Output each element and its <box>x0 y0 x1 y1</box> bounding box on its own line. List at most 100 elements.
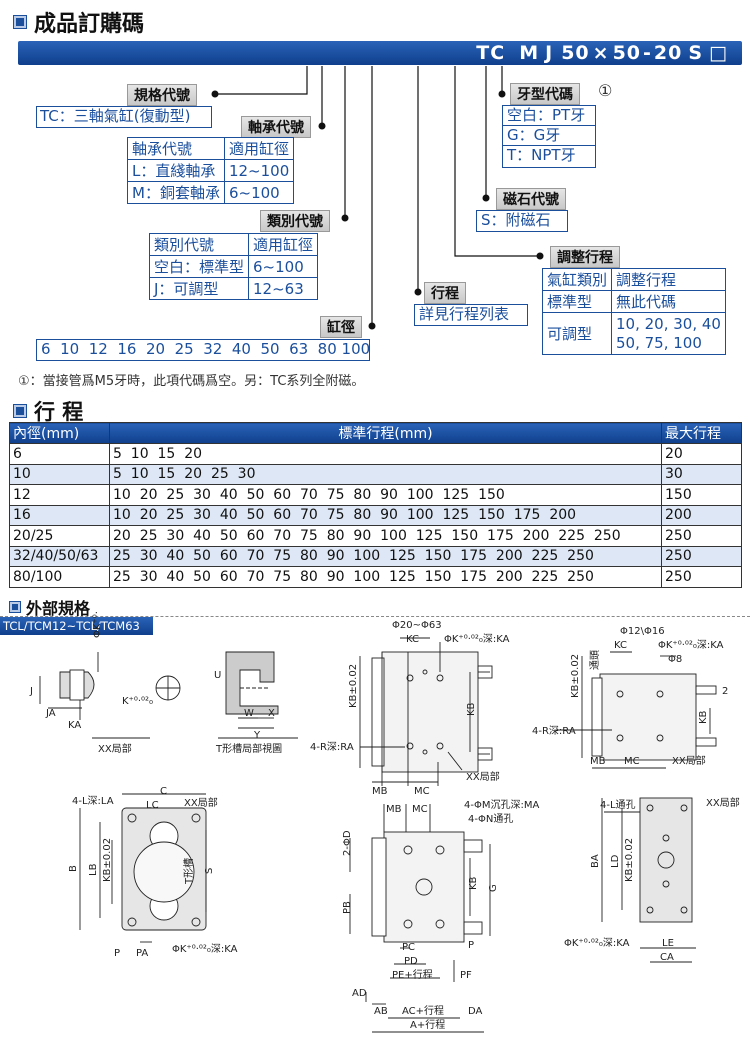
label-pa: PA <box>136 948 148 959</box>
label-pf: PF <box>460 970 472 981</box>
label-mc-small: MC <box>624 756 640 767</box>
stroke-value: 詳見行程列表 <box>414 304 528 326</box>
adjust-head-stroke: 調整行程 <box>611 268 726 291</box>
order-code-footnote: ①：當接管爲M5牙時，此項代碼爲空。另：TC系列全附磁。 <box>18 374 365 389</box>
adjust-adjustable: 可調型 <box>541 312 613 355</box>
stroke-header-max: 最大行程 <box>661 422 742 444</box>
label-ld: LD <box>610 854 621 868</box>
stroke-cell-max: 250 <box>661 525 742 547</box>
code-part-stroke: 50 <box>612 42 642 64</box>
stroke-cell-bore: 16 <box>9 504 110 526</box>
label-two: 2 <box>722 686 728 697</box>
label-phi8: Φ8 <box>668 654 682 665</box>
external-dimension-drawing: ΦK⁺⁰·⁰²₀ J JA KA K⁺⁰·⁰²₀ XX局部 U W X Y T形… <box>29 612 740 1033</box>
bearing-m: M：銅套軸承 <box>127 181 225 204</box>
adjust-adjustable-value: 10, 20, 30, 40 50, 75, 100 <box>611 312 726 355</box>
label-a: A+行程 <box>410 1018 445 1031</box>
order-code-title: 成品訂購碼 <box>34 12 145 37</box>
type-adjustable: J：可調型 <box>148 277 250 300</box>
label-kb-tol-small: KB±0.02 <box>570 654 581 698</box>
stroke-cell-list: 10 20 25 30 40 50 60 70 75 80 90 100 125… <box>109 504 662 526</box>
stroke-cell-bore: 12 <box>9 484 110 506</box>
bearing-label: 軸承代號 <box>241 116 311 138</box>
label-pe: PE+行程 <box>392 968 433 981</box>
stroke-cell-max: 250 <box>661 545 742 567</box>
label-k-tol: K⁺⁰·⁰²₀ <box>122 696 153 707</box>
bore-value: 6 10 12 16 20 25 32 40 50 63 80 100 <box>36 339 370 361</box>
label-ad: AD <box>352 988 367 999</box>
label-lc: LC <box>146 800 159 811</box>
label-phi12-16: Φ12\Φ16 <box>620 626 665 637</box>
label-t-slot-vertical: T形槽 <box>182 858 195 885</box>
label-phik-ka-small: ΦK⁺⁰·⁰²₀深:KA <box>658 639 724 651</box>
external-divider <box>0 616 750 617</box>
code-part-j: J <box>545 42 554 64</box>
label-phik-ka-right: ΦK⁺⁰·⁰²₀深:KA <box>564 937 630 949</box>
label-four-l: 4-L通孔 <box>600 799 636 811</box>
stroke-header-bore: 內徑(mm) <box>9 422 110 444</box>
label-kb-small: KB <box>698 710 709 724</box>
type-head-bore: 適用缸徑 <box>248 233 319 256</box>
label-xx-detail: XX局部 <box>98 742 132 755</box>
label-p: P <box>114 948 120 959</box>
label-lb: LB <box>88 863 99 876</box>
code-part-adjust: 20 <box>653 42 683 64</box>
stroke-header-standard: 標準行程(mm) <box>109 422 662 444</box>
stroke-cell-list: 25 30 40 50 60 70 75 80 90 100 125 150 1… <box>109 545 662 567</box>
section-square-icon <box>13 404 27 418</box>
stroke-cell-max: 250 <box>661 566 742 588</box>
label-ac: AC+行程 <box>402 1004 444 1017</box>
adjust-standard: 標準型 <box>541 290 613 313</box>
stroke-cell-bore: 10 <box>9 463 110 485</box>
adjust-standard-value: 無此代碼 <box>611 290 726 313</box>
spec-value: TC：三軸氣缸(復動型) <box>36 106 212 128</box>
label-phik-ka-rear: ΦK⁺⁰·⁰²₀深:KA <box>172 943 238 955</box>
label-ba: BA <box>590 854 601 868</box>
label-da: DA <box>468 1006 483 1017</box>
stroke-title: 行 程 <box>34 400 84 424</box>
type-label: 類別代號 <box>260 210 330 232</box>
label-phik-xx: ΦK⁺⁰·⁰²₀ <box>92 612 103 638</box>
stroke-cell-bore: 20/25 <box>9 525 110 547</box>
label-kc: KC <box>406 634 419 645</box>
thread-npt: T：NPT牙 <box>507 146 576 164</box>
code-part-x: × <box>592 42 610 64</box>
label-kb-tol-right: KB±0.02 <box>624 838 635 882</box>
stroke-cell-list: 10 20 25 30 40 50 60 70 75 80 90 100 125… <box>109 484 662 506</box>
stroke-cell-list: 25 30 40 50 60 70 75 80 90 100 125 150 1… <box>109 566 662 588</box>
label-four-r: 4-R深:RA <box>310 741 354 753</box>
label-s: S <box>204 868 215 874</box>
label-t-slot: T形槽局部視圖 <box>215 742 282 755</box>
label-four-r-small: 4-R深:RA <box>532 725 576 737</box>
stroke-cell-max: 30 <box>661 463 742 485</box>
stroke-cell-list: 5 10 15 20 <box>109 443 662 465</box>
label-g: G <box>488 884 499 892</box>
label-xx-rear: XX局部 <box>184 796 218 809</box>
order-code-heading: 成品訂購碼 <box>13 6 145 38</box>
label-ja: JA <box>45 708 56 719</box>
label-phik-ka: ΦK⁺⁰·⁰²₀深:KA <box>444 633 510 645</box>
code-part-m: M <box>519 42 540 64</box>
order-code-connectors <box>211 66 544 330</box>
label-j: J <box>29 686 33 697</box>
thread-pt: 空白：PT牙 <box>503 106 595 126</box>
thread-g: G：G牙 <box>503 126 595 146</box>
bearing-head-code: 軸承代號 <box>127 137 225 160</box>
thread-marker: ① <box>598 81 613 100</box>
model-tag: TCL/TCM12~TCL/TCM63 <box>0 617 153 635</box>
label-four-l-la: 4-L深:LA <box>72 795 114 807</box>
stroke-label: 行程 <box>424 282 466 304</box>
label-xx-front: XX局部 <box>466 770 500 783</box>
label-xx-right: XX局部 <box>706 796 740 809</box>
label-w: W <box>244 708 254 719</box>
stroke-cell-max: 150 <box>661 484 742 506</box>
label-p-side: P <box>468 940 474 951</box>
label-kc-small: KC <box>614 640 627 651</box>
